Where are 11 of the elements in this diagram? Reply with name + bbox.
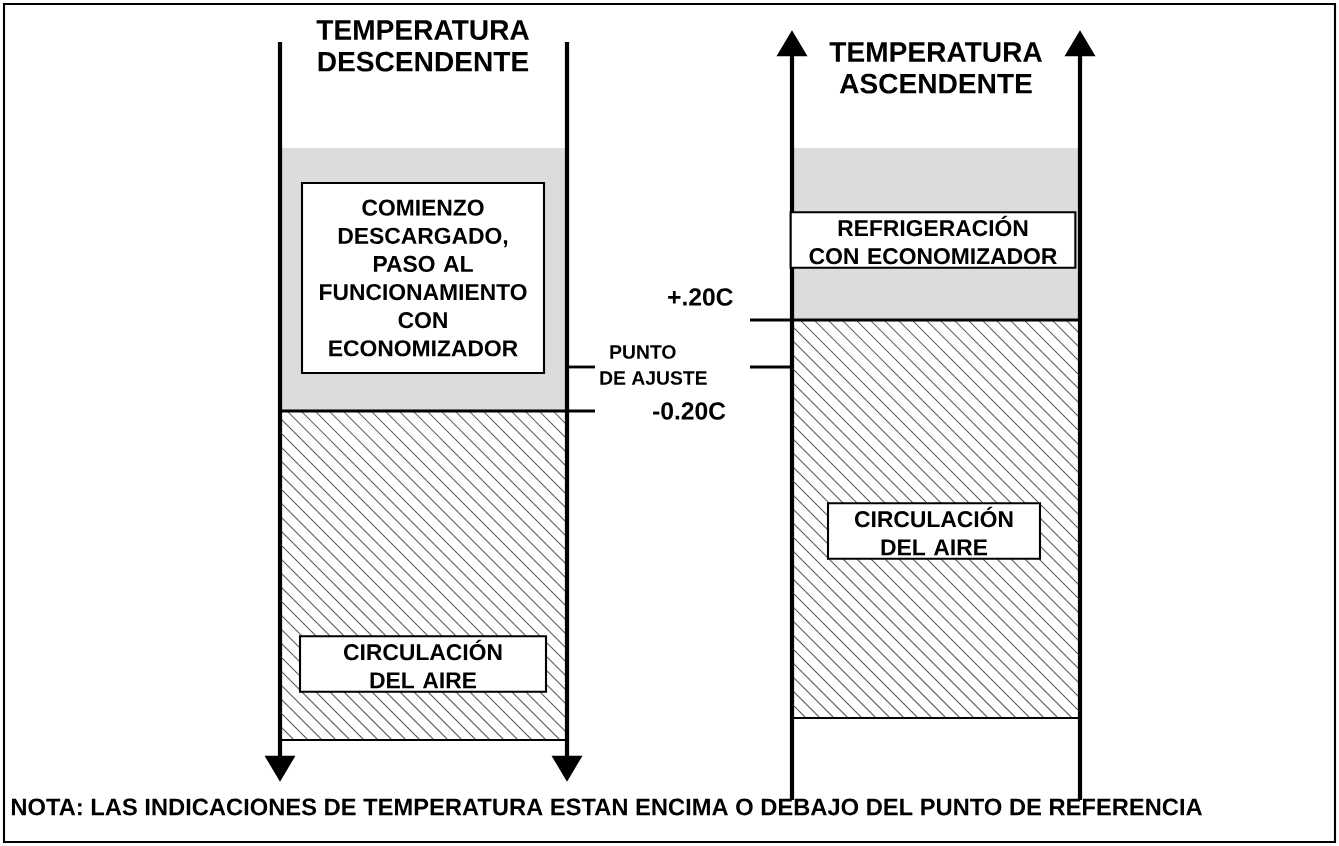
note-text: NOTA: LAS INDICACIONES DE TEMPERATURA ESTAN ENCIMA O DEBAJO DEL PUNTO DE REFERENCIA xyxy=(11,798,1203,816)
text-box: COMIENZO DESCARGADO, PASO AL FUNCIONAMIENTO CON ECONOMIZADOR xyxy=(300,181,546,375)
setpoint-label: DE AJUSTE xyxy=(600,371,707,385)
text-box: CIRCULACIÓN DEL AIRE xyxy=(298,635,548,693)
column-title: TEMPERATURA DESCENDENTE xyxy=(316,20,529,72)
setpoint-label: PUNTO xyxy=(610,345,676,359)
temperature-label: +.20C xyxy=(668,288,733,306)
text-box: REFRIGERACIÓN CON ECONOMIZADOR xyxy=(789,211,1077,269)
text-box: CIRCULACIÓN DEL AIRE xyxy=(826,502,1042,560)
temperature-label: -0.20C xyxy=(653,402,726,420)
column-title: TEMPERATURA ASCENDENTE xyxy=(829,42,1042,94)
